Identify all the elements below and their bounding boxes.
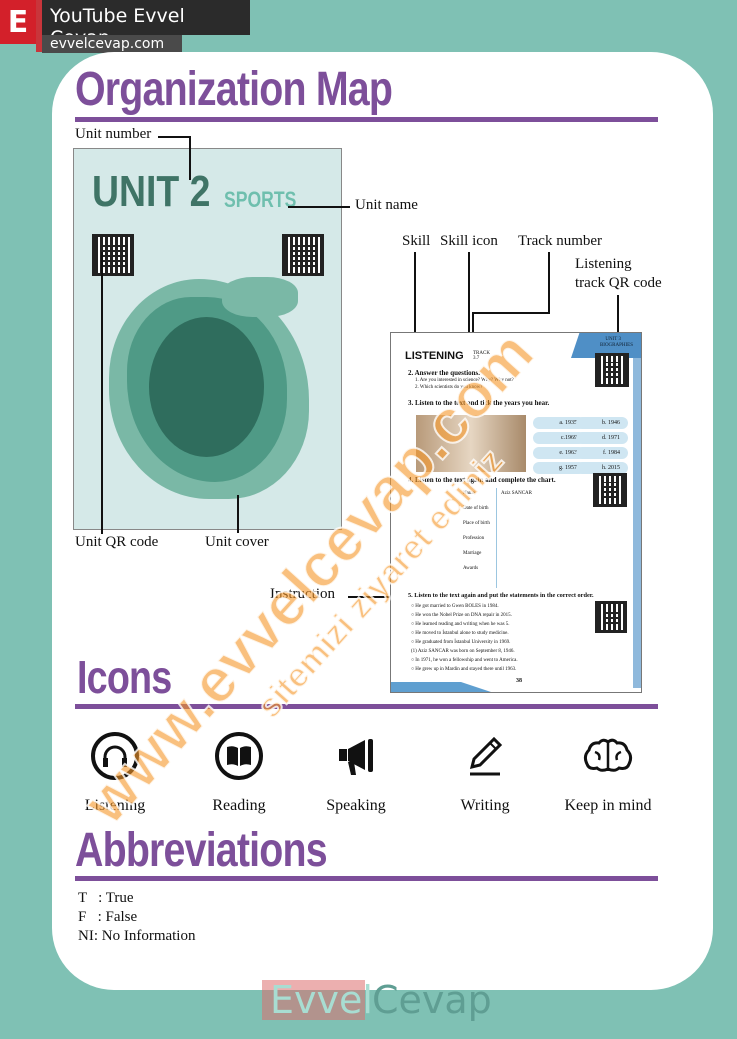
pencil-icon: [457, 728, 513, 784]
unit-cover-image: UNIT 2 SPORTS: [73, 148, 342, 530]
chart-row-label: Place of birth: [463, 521, 490, 526]
divider: [75, 704, 658, 709]
listening-qr-code: [595, 353, 629, 387]
label-unit-number: Unit number: [75, 126, 152, 142]
book-skill: LISTENING: [405, 350, 464, 362]
book-unit-name: BIOGRAPHIES: [599, 343, 633, 348]
year-option: e. 1963: [533, 447, 585, 459]
icon-label-speaking: Speaking: [326, 797, 386, 814]
book-track: TRACK 3.7: [473, 351, 490, 361]
label-listening-qr-2: track QR code: [575, 275, 662, 291]
book-icon: [211, 728, 267, 784]
brain-icon: [580, 728, 636, 784]
unit-qr-code: [282, 234, 324, 276]
year-option: h. 2015: [576, 462, 628, 474]
chart-row-value: Aziz SANCAR: [501, 491, 532, 496]
chart-row-label: Name: [463, 491, 475, 496]
label-unit-name: Unit name: [355, 197, 418, 213]
chart-row-label: Date of birth: [463, 506, 489, 511]
megaphone-icon: [328, 728, 384, 784]
order-mark: 1: [412, 649, 416, 654]
footer-logo-evvel: Evvel: [262, 980, 373, 1020]
year-option: f. 1984: [576, 447, 628, 459]
book-question: 3. Listen to the text and tick the years…: [408, 399, 550, 407]
label-track-number: Track number: [518, 233, 603, 249]
scientist-photo: [416, 415, 526, 472]
label-unit-cover: Unit cover: [205, 534, 269, 550]
qr-code: [595, 601, 627, 633]
icon-label-keep-in-mind: Keep in mind: [564, 797, 652, 814]
abbreviation-t: T : True: [78, 890, 134, 906]
unit-qr-code: [92, 234, 134, 276]
olympic-rings-icon: [222, 277, 298, 317]
cover-unit-name: SPORTS: [224, 187, 297, 212]
divider: [75, 117, 658, 122]
chart-row-label: Awards: [463, 566, 479, 571]
book-unit-tag: UNIT 3: [605, 337, 621, 342]
divider: [75, 876, 658, 881]
year-option: g. 1957: [533, 462, 585, 474]
year-option: a. 1935: [533, 417, 585, 429]
abbreviation-ni: NI: No Information: [78, 928, 196, 944]
sample-book-page: UNIT 3 BIOGRAPHIES LISTENING TRACK 3.7 2…: [390, 332, 642, 693]
statement: He learned reading and writing when he w…: [415, 622, 510, 627]
icon-label-listening: Listening: [84, 797, 146, 814]
statement: He grew up in Mardin and stayed there un…: [415, 667, 517, 672]
chart-divider: [496, 488, 606, 588]
statement: Aziz SANCAR was born on September 8, 194…: [417, 649, 515, 654]
chart-row-label: Marriage: [463, 551, 482, 556]
year-option: c.1969: [533, 432, 585, 444]
footer-logo-cevap: Cevap: [372, 978, 492, 1022]
instruction-text: 5. Listen to the text again and put the …: [408, 592, 594, 599]
statement: He got married to Gwen BOLES in 1984.: [415, 604, 499, 609]
statement: In 1971, he won a fellowship and went to…: [415, 658, 518, 663]
icon-label-reading: Reading: [212, 797, 266, 814]
abbreviation-f: F : False: [78, 909, 138, 925]
page-number: 38: [516, 678, 522, 684]
brand-logo: E: [0, 0, 36, 44]
book-text: 2. Which scientists do you know?: [415, 385, 483, 390]
book-question: 2. Answer the questions.: [408, 369, 481, 377]
logo-divider: [36, 0, 42, 52]
label-skill-icon: Skill icon: [440, 233, 498, 249]
label-skill: Skill: [402, 233, 431, 249]
section-title-organization-map: Organization Map: [75, 63, 393, 116]
book-text: 1. Are you interested in science? Why? W…: [415, 378, 514, 383]
qr-code: [593, 473, 627, 507]
site-url[interactable]: evvelcevap.com: [42, 35, 182, 53]
cover-unit-number: UNIT 2: [92, 167, 211, 216]
book-question: 4. Listen to the text again and complete…: [408, 476, 556, 484]
icon-label-writing: Writing: [460, 797, 510, 814]
headphones-icon: [87, 728, 143, 784]
label-listening-qr: Listening: [575, 256, 632, 272]
statement: He moved to İstanbul alone to study medi…: [415, 631, 509, 636]
section-title-icons: Icons: [77, 651, 172, 703]
channel-name: YouTube Evvel Cevap: [42, 0, 250, 49]
year-option: d. 1971: [576, 432, 628, 444]
label-unit-qr-code: Unit QR code: [75, 534, 159, 550]
year-option: b. 1946: [576, 417, 628, 429]
section-title-abbreviations: Abbreviations: [75, 824, 328, 877]
statement: He won the Nobel Prize on DNA repair in …: [415, 613, 512, 618]
label-instruction: Instruction: [270, 586, 335, 602]
chart-row-label: Profession: [463, 536, 485, 541]
statement: He graduated from İstanbul University in…: [415, 640, 511, 645]
